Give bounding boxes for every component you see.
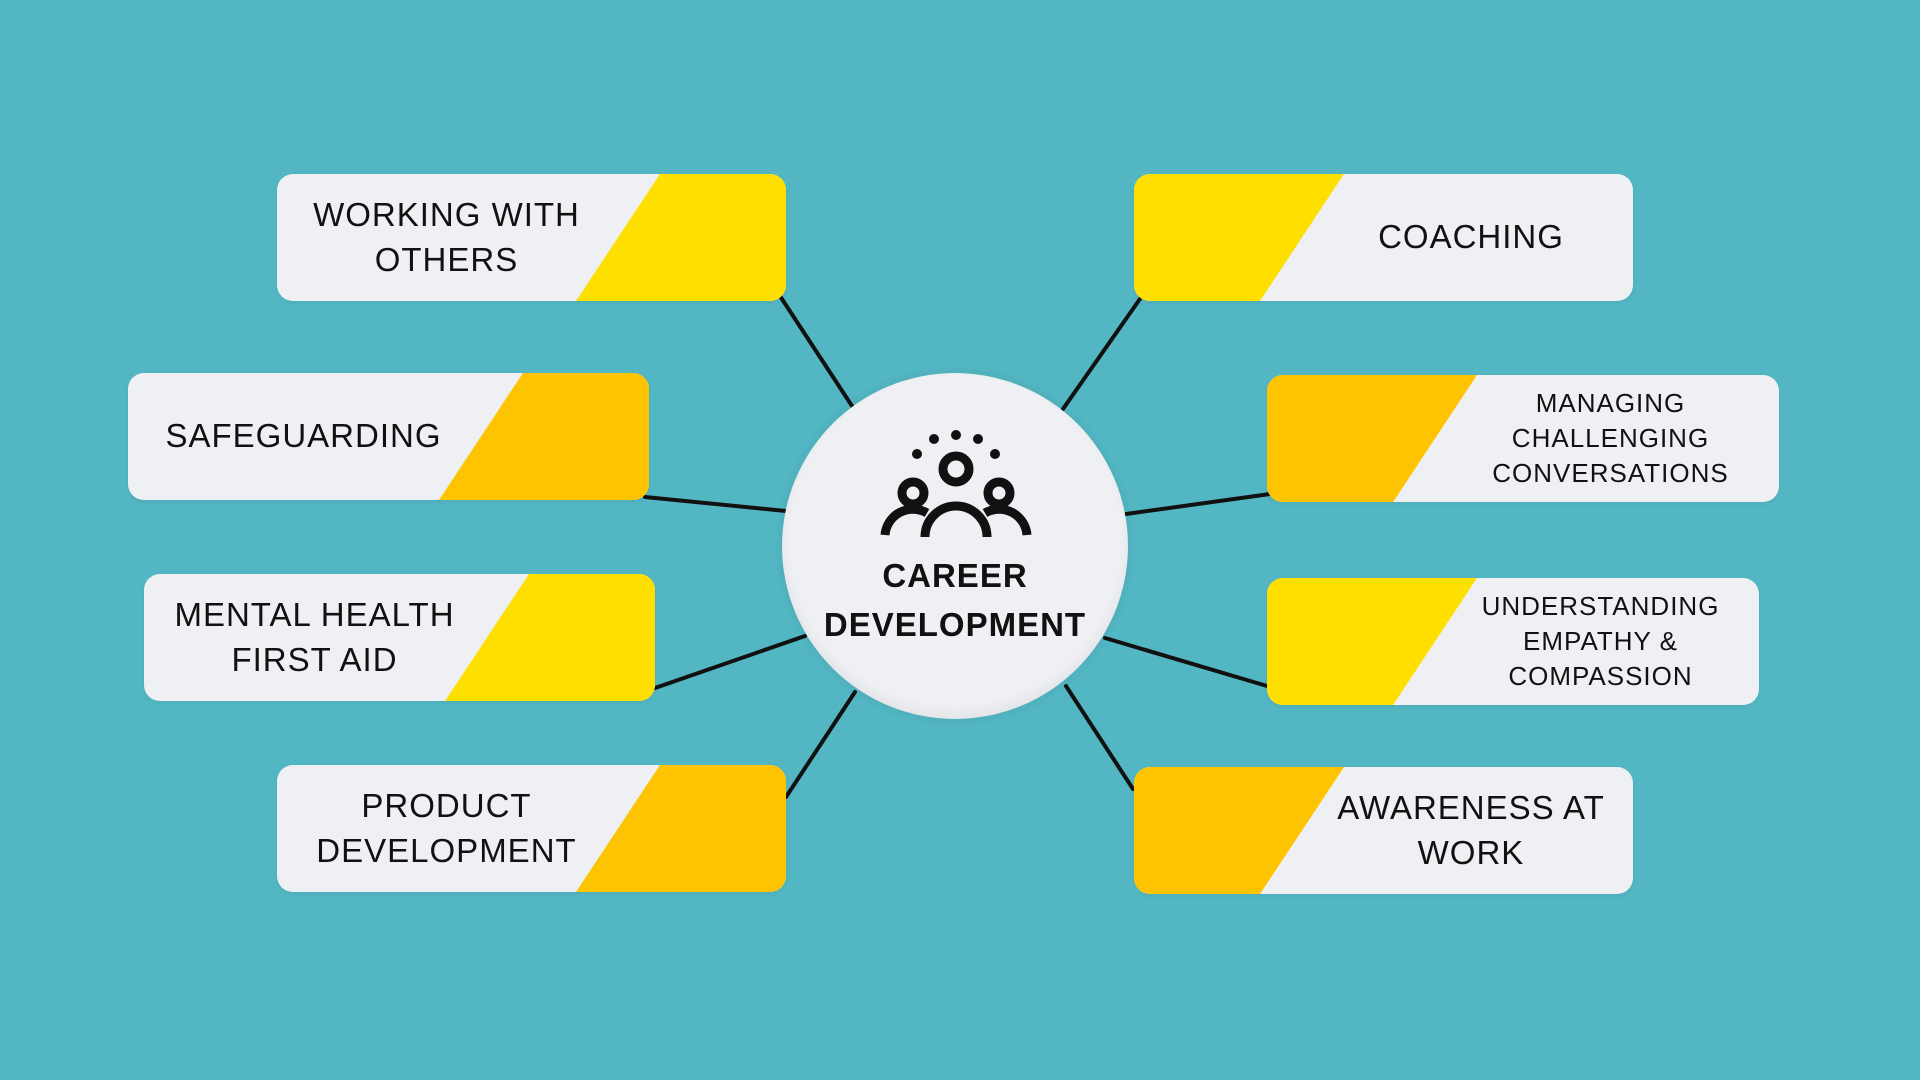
card-label: PRODUCT DEVELOPMENT <box>316 786 577 869</box>
connector-understanding-empathy-compassion <box>1103 636 1269 688</box>
connector-awareness-at-work <box>1064 684 1135 791</box>
card-label: SAFEGUARDING <box>165 417 442 455</box>
connector-safeguarding <box>643 495 788 513</box>
card-accent <box>576 174 786 301</box>
card-accent <box>445 574 655 701</box>
card-accent <box>439 373 649 500</box>
hub-title: CAREER DEVELOPMENT <box>823 557 1087 643</box>
card-coaching: COACHING <box>1134 174 1633 301</box>
hub-circle: CAREER DEVELOPMENT <box>782 373 1128 719</box>
connector-managing-challenging-conversations <box>1124 492 1272 516</box>
card-label: COACHING <box>1378 218 1564 256</box>
card-accent <box>576 765 786 892</box>
connector-working-with-others <box>778 294 854 408</box>
card-accent <box>1134 767 1344 894</box>
connector-coaching <box>1061 294 1144 411</box>
card-accent <box>1267 375 1477 502</box>
card-label: MANAGING CHALLENGING CONVERSATIONS <box>1492 387 1729 489</box>
card-understanding-empathy-compassion: UNDERSTANDING EMPATHY & COMPASSION <box>1267 578 1759 705</box>
card-accent <box>1134 174 1344 301</box>
people-group-icon <box>880 430 1032 537</box>
card-product-development: PRODUCT DEVELOPMENT <box>277 765 786 892</box>
card-managing-challenging-conversations: MANAGING CHALLENGING CONVERSATIONS <box>1267 375 1779 502</box>
card-label: AWARENESS AT WORK <box>1337 788 1605 871</box>
card-safeguarding: SAFEGUARDING <box>128 373 649 500</box>
card-awareness-at-work: AWARENESS AT WORK <box>1134 767 1633 894</box>
card-label: MENTAL HEALTH FIRST AID <box>174 595 455 678</box>
card-working-with-others: WORKING WITH OTHERS <box>277 174 786 301</box>
card-label: WORKING WITH OTHERS <box>313 195 580 278</box>
card-accent <box>1267 578 1477 705</box>
connector-mental-health-first-aid <box>653 634 807 690</box>
card-mental-health-first-aid: MENTAL HEALTH FIRST AID <box>144 574 655 701</box>
card-label: UNDERSTANDING EMPATHY & COMPASSION <box>1481 590 1720 692</box>
connector-product-development <box>784 690 857 799</box>
